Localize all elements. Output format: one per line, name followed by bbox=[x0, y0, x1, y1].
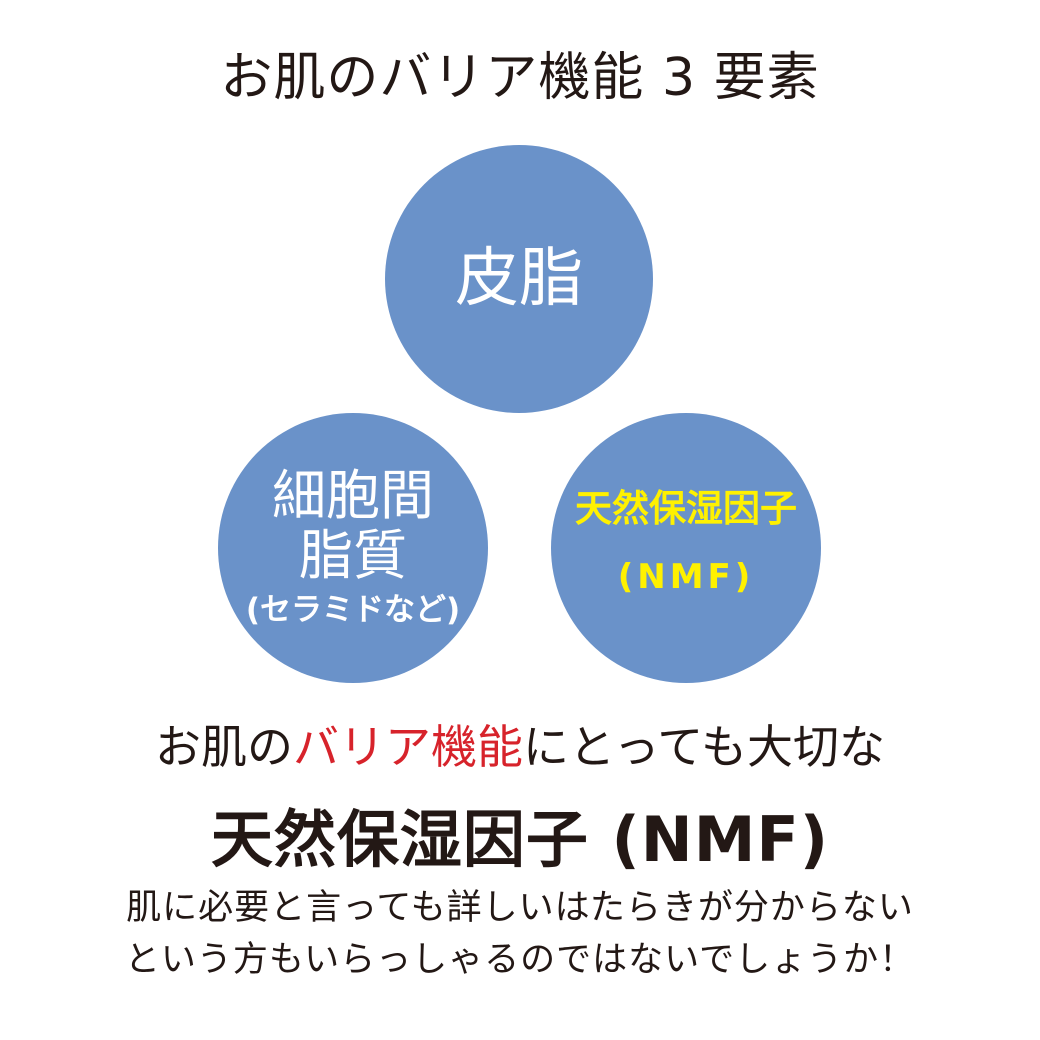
body-text: 肌に必要と言っても詳しいはたらきが分からない という方もいらっしゃるのではないで… bbox=[0, 882, 1040, 986]
intercellular-lipid-circle: 細胞間 脂質 (セラミドなど) bbox=[218, 413, 488, 683]
headline: 天然保湿因子 (NMF) bbox=[210, 803, 830, 876]
sebum-label: 皮脂 bbox=[455, 242, 583, 316]
body-line-1: 肌に必要と言っても詳しいはたらきが分からない bbox=[126, 888, 914, 928]
nmf-sublabel: (NMF) bbox=[617, 557, 755, 597]
intercellular-lipid-sublabel: (セラミドなど) bbox=[245, 592, 461, 628]
tagline: お肌のバリア機能にとっても大切な bbox=[0, 714, 1040, 780]
tagline-suffix: にとっても大切な bbox=[522, 720, 886, 774]
tagline-prefix: お肌の bbox=[154, 720, 293, 774]
nmf-circle: 天然保湿因子 (NMF) bbox=[551, 413, 821, 683]
tagline-accent: バリア機能 bbox=[292, 720, 523, 774]
body-line-2: という方もいらっしゃるのではないでしょうか！ bbox=[124, 940, 916, 980]
intercellular-lipid-label-line1: 細胞間 bbox=[272, 464, 434, 527]
intercellular-lipid-label-line2: 脂質 bbox=[299, 524, 407, 587]
page-title: お肌のバリア機能 3 要素 bbox=[220, 48, 820, 108]
sebum-circle: 皮脂 bbox=[385, 145, 653, 413]
nmf-label: 天然保湿因子 bbox=[575, 487, 797, 530]
